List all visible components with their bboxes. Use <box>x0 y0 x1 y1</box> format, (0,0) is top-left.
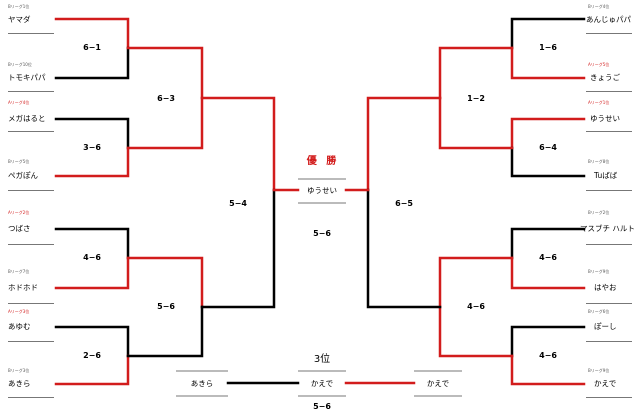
slot-tag: Bリーグ5位 <box>8 159 30 164</box>
line-ゆうせい <box>510 117 586 150</box>
player-name: マスブチ ハルト <box>580 224 635 233</box>
line-l-r2-d <box>126 305 204 358</box>
slot-tag: Bリーグ8位 <box>588 159 610 164</box>
champion-title: 優 勝 <box>306 156 340 167</box>
player-name: ヤマダ <box>8 15 31 24</box>
slot-divider <box>8 244 54 245</box>
line-r-r2-c <box>438 256 514 309</box>
score-r-r2-1: 1−2 <box>467 94 485 103</box>
slot-divider <box>8 190 54 191</box>
score-l-semi: 5−4 <box>229 199 247 208</box>
line-ペガぽん <box>54 146 130 178</box>
score-third: 5−6 <box>313 402 331 411</box>
slot-divider <box>586 341 632 342</box>
slot-divider <box>586 244 632 245</box>
line-r-r2-d <box>438 305 514 358</box>
score-l-r1-1: 6−1 <box>83 43 101 52</box>
slot-tag: Bリーグ6位 <box>588 309 610 314</box>
player-name: つばさ <box>8 224 31 233</box>
score-l-r1-2: 3−6 <box>83 143 101 152</box>
line-あきら <box>54 354 130 386</box>
player-name: きょうご <box>590 73 620 82</box>
slot-divider <box>8 341 54 342</box>
line-あゆむ <box>54 325 130 358</box>
line-r-r2-b <box>438 96 514 150</box>
slot-tag: Aリーグ4位 <box>8 100 30 105</box>
score-r-r1-1: 1−6 <box>539 43 557 52</box>
player-name: トモキパパ <box>8 73 46 82</box>
player-name: あゆむ <box>8 322 31 331</box>
line-ホドホド <box>54 256 130 290</box>
player-name: ゆうせい <box>590 114 620 123</box>
score-l-r1-3: 4−6 <box>83 253 101 262</box>
score-r-r1-3: 4−6 <box>539 253 557 262</box>
line-l-r2-b <box>126 96 204 150</box>
slot-tag: Aリーグ5位 <box>588 62 610 67</box>
score-final: 5−6 <box>313 229 331 238</box>
third-winner-name: かえで <box>310 379 334 388</box>
line-ぽーし <box>510 325 586 358</box>
score-r-r2-2: 4−6 <box>467 302 485 311</box>
slot-divider <box>8 131 54 132</box>
slot-divider <box>8 303 54 304</box>
line-l-semi-b <box>200 188 276 309</box>
slot-divider <box>8 397 54 398</box>
slot-tag: Bリーグ3位 <box>8 368 30 373</box>
line-メガはると <box>54 117 130 150</box>
slot-tag: Bリーグ9位 <box>588 368 610 373</box>
player-name: かえで <box>594 379 617 388</box>
slot-divider <box>8 91 54 92</box>
slot-tag: Aリーグ1位 <box>588 100 610 105</box>
line-はやお <box>510 256 586 290</box>
player-name: ホドホド <box>8 283 38 292</box>
slot-tag: Bリーグ10位 <box>8 62 32 67</box>
third-place-title: 3位 <box>313 354 331 365</box>
score-r-r1-4: 4−6 <box>539 351 557 360</box>
player-name: あきら <box>8 379 31 388</box>
slot-tag: Bリーグ4位 <box>588 4 610 9</box>
player-name: あんじゅパパ <box>586 15 631 24</box>
score-r-semi: 6−5 <box>395 199 413 208</box>
line-Tuばば <box>510 146 586 178</box>
line-r-r2-a <box>438 46 514 100</box>
line-かえで <box>510 354 586 386</box>
slot-divider <box>586 303 632 304</box>
line-ヤマダ <box>54 17 130 50</box>
line-きょうご <box>510 46 586 80</box>
player-name: Tuばば <box>594 171 618 180</box>
player-name: メガはると <box>8 114 46 123</box>
third-left-name: あきら <box>190 379 214 388</box>
line-r-semi-b <box>366 188 442 309</box>
score-l-r2-2: 5−6 <box>157 302 175 311</box>
slot-divider <box>586 190 632 191</box>
score-l-r2-1: 6−3 <box>157 94 175 103</box>
line-マスブチハルト <box>510 227 586 260</box>
slot-tag: Bリーグ1位 <box>8 4 30 9</box>
score-r-r1-2: 6−4 <box>539 143 557 152</box>
line-あんじゅパパ <box>510 17 586 50</box>
champion-name: ゆうせい <box>307 186 337 195</box>
slot-divider <box>586 91 632 92</box>
player-name: はやお <box>594 283 617 292</box>
line-l-semi-a <box>200 96 276 192</box>
slot-divider <box>586 131 632 132</box>
player-name: ぽーし <box>594 322 617 331</box>
score-l-r1-4: 2−6 <box>83 351 101 360</box>
slot-divider <box>586 33 632 34</box>
line-r-semi-a <box>366 96 442 192</box>
slot-tag: Bリーグ7位 <box>8 269 30 274</box>
player-name: ペガぽん <box>8 171 38 180</box>
line-l-r2-c <box>126 256 204 309</box>
slot-tag: Bリーグ9位 <box>588 269 610 274</box>
slot-tag: Bリーグ2位 <box>588 210 610 215</box>
slot-tag: Aリーグ3位 <box>8 309 30 314</box>
line-l-r2-a <box>126 46 204 100</box>
slot-tag: Aリーグ2位 <box>8 210 30 215</box>
slot-divider <box>8 33 54 34</box>
third-right-name: かえで <box>426 379 450 388</box>
slot-divider <box>586 397 632 398</box>
line-つばさ <box>54 227 130 260</box>
line-トモキパパ <box>54 46 130 80</box>
